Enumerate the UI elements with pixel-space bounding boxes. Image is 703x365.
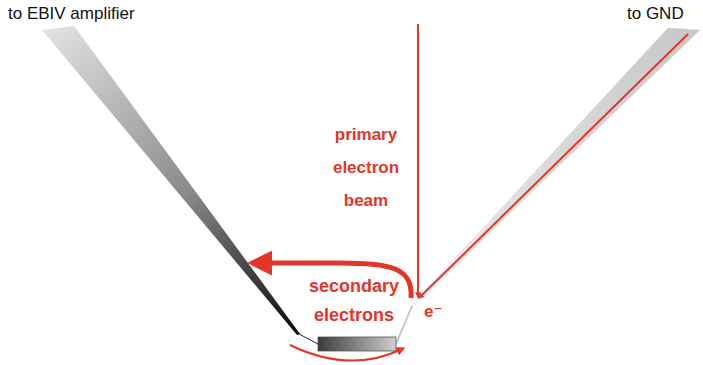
beam-label: primary electron beam [320, 118, 412, 217]
electron-symbol: e⁻ [424, 302, 454, 322]
device-sample [318, 337, 396, 351]
terminal-label: to GND [627, 4, 699, 24]
left-probe [42, 26, 300, 335]
beam-line [417, 24, 419, 297]
current-arc [290, 345, 402, 361]
terminal-label: to EBIV amplifier [8, 4, 208, 24]
device-wire [299, 334, 318, 344]
electrons-label: secondary electrons [298, 272, 410, 330]
right-probe [411, 28, 700, 307]
device-wire [396, 306, 412, 344]
current-line [419, 34, 688, 298]
